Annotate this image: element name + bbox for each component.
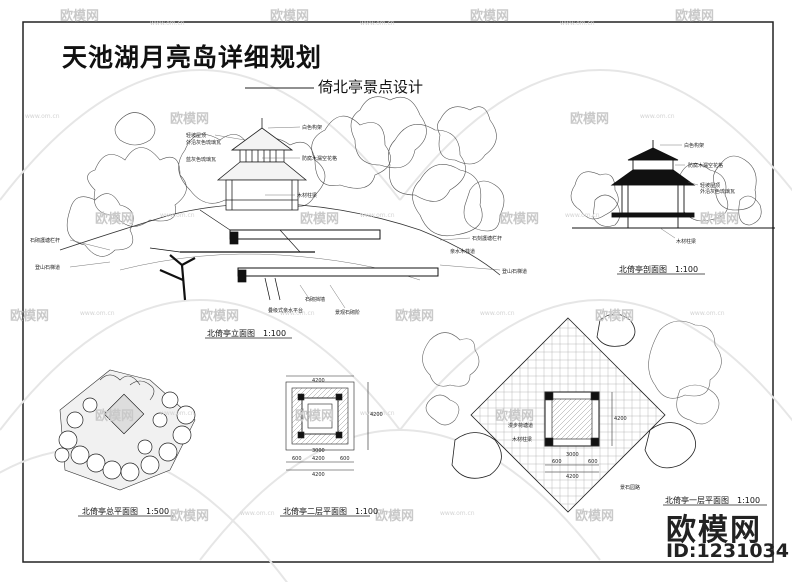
watermark-site: www.om.cn [360, 212, 395, 219]
watermark-site: www.om.cn [160, 212, 195, 219]
section-drawing [570, 140, 775, 239]
section-note: 木材柱梁 [676, 239, 697, 245]
dimension-label: 3000 [312, 448, 325, 454]
watermark-brand: 欧模网 [295, 409, 335, 424]
dimension-label: 3000 [566, 452, 579, 458]
watermark-site: www.om.cn [360, 20, 395, 27]
dimension-label: 4200 [370, 412, 383, 418]
plan-note: 漫步荷塘道 [508, 423, 534, 429]
watermark-brand: 欧模网 [95, 212, 135, 227]
dimension-label: 600 [552, 459, 562, 465]
watermark-site: www.om.cn [240, 510, 275, 517]
site-plan-drawing [54, 369, 196, 491]
watermark-brand: 欧模网 [375, 509, 415, 524]
elevation-pavilion [216, 118, 308, 211]
site-plan-caption: 北倚亭总平面图 1:500 [82, 507, 170, 516]
plan-note: 木材柱梁 [512, 437, 533, 443]
elevation-note: 木材柱梁 [297, 193, 318, 199]
first-floor-plan [422, 313, 722, 513]
sheet-title: 天池湖月亮岛详细规划 [62, 43, 323, 72]
elevation-note: 登山石梯道 [35, 265, 61, 271]
watermark-site: www.om.cn [25, 113, 60, 120]
elevation-note: 蓝灰色琉璃瓦 [186, 157, 217, 163]
elevation-decks [149, 209, 439, 301]
elevation-trees [66, 96, 505, 257]
dimension-label: 600 [588, 459, 598, 465]
watermark-brand: 欧模网 [270, 9, 310, 24]
elevation-caption: 北倚亭立面图 1:100 [207, 329, 287, 338]
watermark-site: www.om.cn [160, 410, 195, 417]
watermark-brand: 欧模网 [675, 9, 715, 24]
elevation-note: 叠级式亲水平台 [268, 308, 304, 314]
watermark-brand: 欧模网 [570, 112, 610, 127]
section-caption: 北倚亭剖面图 1:100 [619, 265, 699, 274]
section-note: 白色构架 [684, 143, 705, 149]
brand-id: ID:1231034 [666, 540, 789, 562]
watermark-site: www.om.cn [440, 510, 475, 517]
sheet-border [22, 21, 774, 563]
dimension-label: 4200 [312, 456, 325, 462]
watermark-brand: 欧模网 [95, 409, 135, 424]
section-note: 外沿灰色琉璃瓦 [700, 189, 736, 195]
watermark-brand: 欧模网 [495, 409, 535, 424]
elevation-note: 防腐木漏空花格 [302, 156, 338, 162]
dimension-label: 4200 [312, 472, 325, 478]
elevation-note: 石砌護塘栏杆 [30, 238, 61, 244]
elevation-note: 石刻護塘栏杆 [472, 236, 503, 242]
sheet-subtitle: 倚北亭景点设计 [318, 78, 424, 96]
elevation-drawing [59, 96, 505, 309]
dimension-label: 600 [340, 456, 350, 462]
watermark-site: www.om.cn [280, 310, 315, 317]
watermark-brand: 欧模网 [170, 112, 210, 127]
elevation-foreground-tree [159, 254, 196, 301]
plan-note: 景石园路 [620, 485, 641, 491]
first-floor-caption: 北倚亭一层平面图 1:100 [665, 496, 761, 505]
watermark-brand: 欧模网 [700, 212, 740, 227]
watermark-brand: 欧模网 [595, 309, 635, 324]
section-pavilion [610, 140, 696, 228]
section-note: 轻坡屋顶 [700, 183, 721, 189]
watermark-brand: 欧模网 [470, 9, 510, 24]
watermark-brand: 欧模网 [10, 309, 50, 324]
elevation-note: 景观石砌阶 [335, 310, 361, 316]
elevation-note: 亲水木栈道 [450, 249, 476, 255]
watermark-site: www.om.cn [360, 410, 395, 417]
dimension-label: 600 [292, 456, 302, 462]
dimension-label: 4200 [614, 416, 627, 422]
watermark-site: www.om.cn [565, 212, 600, 219]
elevation-note: 登山石梯道 [502, 269, 528, 275]
watermark-brand: 欧模网 [60, 9, 100, 24]
brand-logo-text: 欧模网 [666, 513, 762, 548]
watermark-site: www.om.cn [560, 20, 595, 27]
elevation-note: 石砌挡墙 [305, 297, 326, 303]
watermark-brand: 欧模网 [170, 509, 210, 524]
elevation-note: 外沿灰色琉璃瓦 [186, 140, 222, 146]
elevation-note: 轻坡屋顶 [186, 133, 207, 139]
watermark-site: www.om.cn [80, 310, 115, 317]
dimension-label: 4200 [566, 474, 579, 480]
watermark-brand: 欧模网 [395, 309, 435, 324]
elevation-hill [59, 203, 501, 276]
watermark-site: www.om.cn [640, 113, 675, 120]
watermark-brand: 欧模网 [300, 212, 340, 227]
second-floor-caption: 北倚亭二层平面图 1:100 [283, 507, 379, 516]
watermark-site: www.om.cn [690, 310, 725, 317]
watermark-brand: 欧模网 [200, 309, 240, 324]
dimension-label: 4200 [312, 378, 325, 384]
section-note: 防腐木漏空花格 [688, 163, 724, 169]
site-plan-trees [54, 391, 196, 482]
watermark-brand: 欧模网 [575, 509, 615, 524]
watermark-site: www.om.cn [150, 20, 185, 27]
second-floor-plan [285, 375, 369, 471]
elevation-note: 白色构架 [302, 125, 323, 131]
watermark-brand: 欧模网 [500, 212, 540, 227]
watermark-site: www.om.cn [480, 310, 515, 317]
